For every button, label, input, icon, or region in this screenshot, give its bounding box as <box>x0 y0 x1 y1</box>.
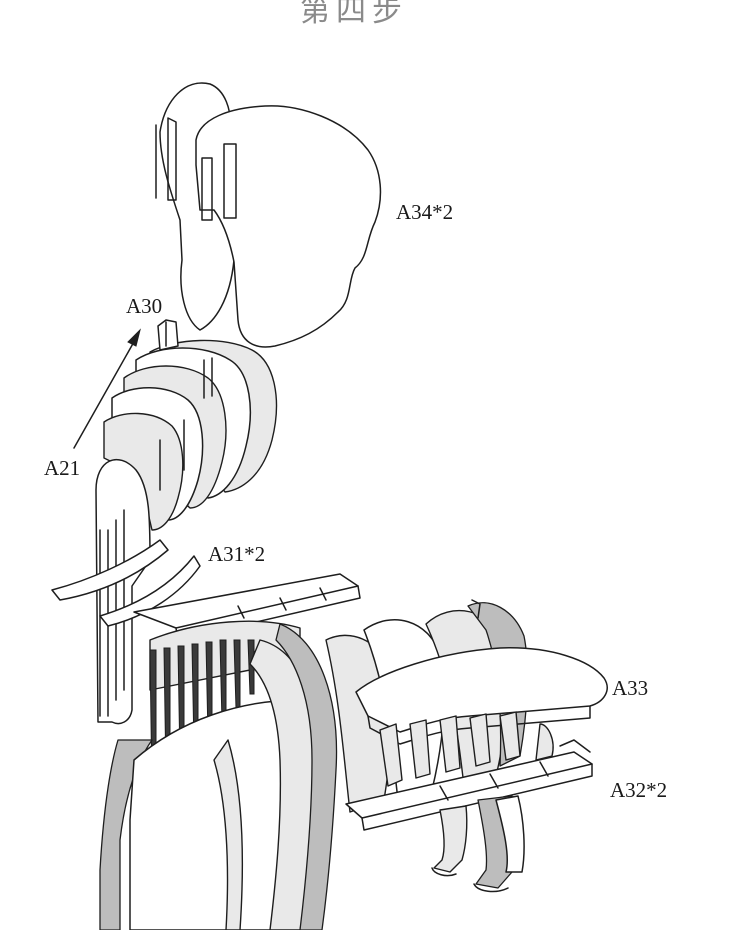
rear-slot-connectors <box>379 711 554 787</box>
label-a33: A33 <box>612 676 649 700</box>
part-a30-connector <box>157 319 179 351</box>
label-a32: A32*2 <box>610 778 668 802</box>
part-a31-tusks <box>51 539 201 627</box>
label-a34: A34*2 <box>396 200 454 224</box>
label-a21: A21 <box>44 456 81 480</box>
part-a21-trunk <box>95 459 151 725</box>
body-side-profile <box>99 623 338 931</box>
rear-legs <box>431 795 525 893</box>
ear-front-piece <box>195 105 382 348</box>
a30-pointer-arrow <box>73 328 141 449</box>
head-layers <box>103 339 278 531</box>
step-title: 第四步 <box>300 0 408 29</box>
label-a30: A30 <box>126 294 163 318</box>
label-a31: A31*2 <box>208 542 266 566</box>
